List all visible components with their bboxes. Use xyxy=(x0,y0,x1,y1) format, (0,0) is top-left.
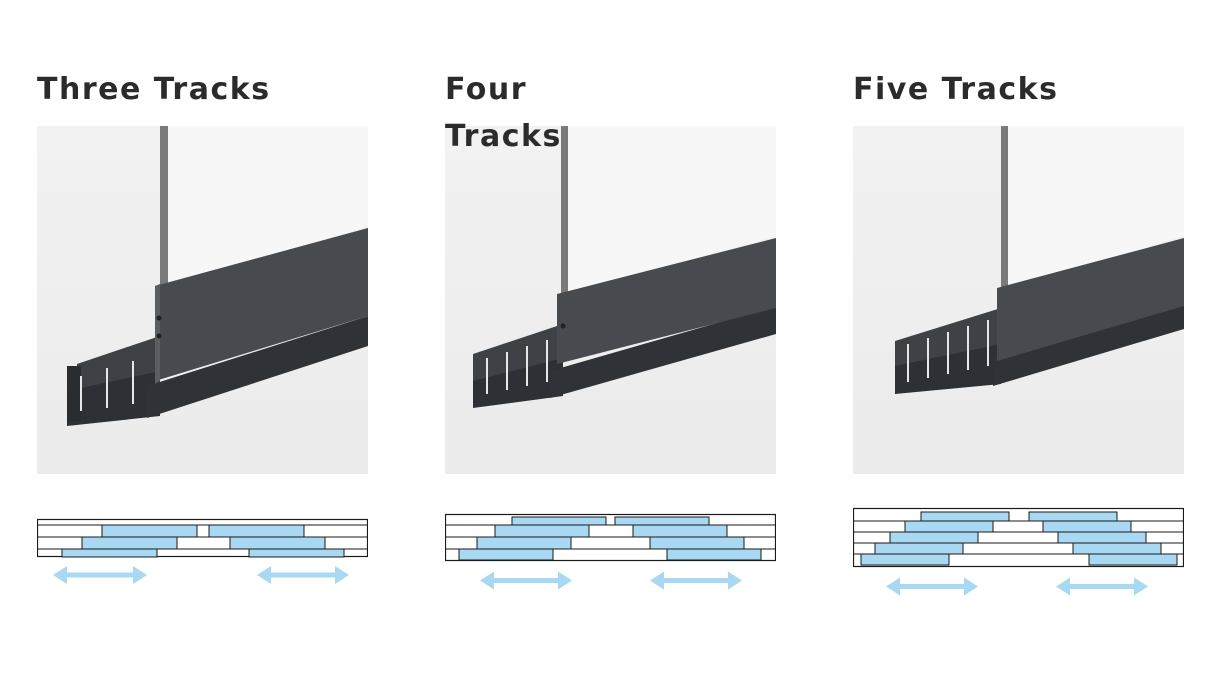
slide-arrow-icon xyxy=(1056,577,1148,596)
product-title: Four Tracks xyxy=(445,72,562,154)
cover-plate xyxy=(997,238,1184,361)
track-profile-photo xyxy=(37,126,368,474)
slide-arrow-icon xyxy=(53,566,147,584)
slide-arrow-icon xyxy=(886,577,978,596)
cover-plate xyxy=(557,238,776,364)
glass-edge xyxy=(1001,126,1008,296)
track-profile-photo xyxy=(853,126,1184,474)
product-title: Five Tracks xyxy=(853,72,1059,107)
glass-edge xyxy=(561,126,568,301)
track-profile-photo xyxy=(445,126,776,474)
glass-panel xyxy=(165,126,368,291)
product-title: Three Tracks xyxy=(37,72,271,107)
sliding-panel-diagram xyxy=(445,512,776,592)
slide-arrow-icon xyxy=(480,571,572,590)
slide-arrow-icon xyxy=(650,571,742,590)
slide-arrow-icon xyxy=(257,566,349,584)
rail-front xyxy=(67,371,160,426)
glass-edge xyxy=(160,126,168,296)
cover-plate xyxy=(155,228,368,381)
sliding-panel-diagram xyxy=(853,507,1184,599)
sliding-panel-diagram xyxy=(37,517,368,587)
